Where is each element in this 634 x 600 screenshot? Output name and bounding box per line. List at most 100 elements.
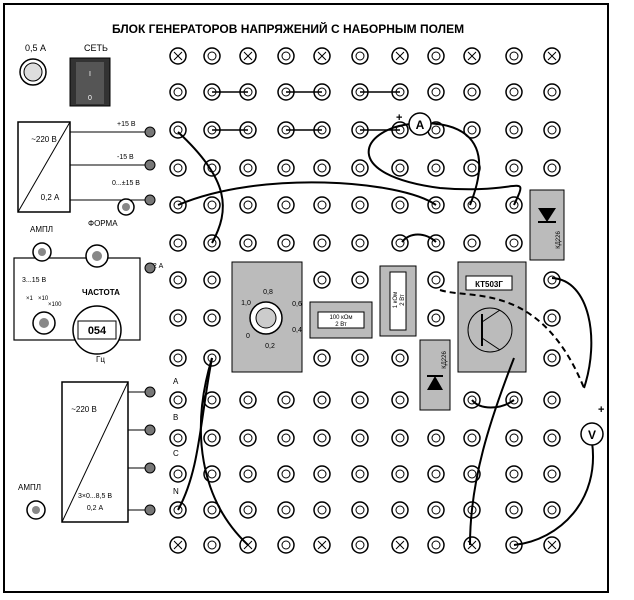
- breadboard-socket[interactable]: [391, 159, 409, 177]
- breadboard-socket[interactable]: [169, 429, 187, 447]
- breadboard-socket[interactable]: [203, 536, 221, 554]
- breadboard-socket[interactable]: [313, 159, 331, 177]
- breadboard-socket[interactable]: [463, 196, 481, 214]
- breadboard-socket[interactable]: [427, 83, 445, 101]
- breadboard-socket[interactable]: [391, 391, 409, 409]
- breadboard-socket[interactable]: [543, 309, 561, 327]
- breadboard-socket[interactable]: [391, 47, 409, 65]
- breadboard-socket[interactable]: [351, 159, 369, 177]
- breadboard-socket[interactable]: [313, 271, 331, 289]
- breadboard-socket[interactable]: [169, 47, 187, 65]
- breadboard-socket[interactable]: [391, 349, 409, 367]
- breadboard-socket[interactable]: [351, 536, 369, 554]
- breadboard-socket[interactable]: [543, 83, 561, 101]
- breadboard-socket[interactable]: [313, 234, 331, 252]
- fg-multiplier-knob[interactable]: [32, 311, 56, 335]
- breadboard-socket[interactable]: [505, 47, 523, 65]
- breadboard-socket[interactable]: [169, 271, 187, 289]
- breadboard-socket[interactable]: [427, 501, 445, 519]
- breadboard-socket[interactable]: [463, 465, 481, 483]
- breadboard-socket[interactable]: [169, 391, 187, 409]
- breadboard-socket[interactable]: [203, 429, 221, 447]
- tp-ampl-knob[interactable]: [26, 500, 46, 520]
- breadboard-socket[interactable]: [505, 159, 523, 177]
- breadboard-socket[interactable]: [463, 536, 481, 554]
- breadboard-socket[interactable]: [277, 429, 295, 447]
- breadboard-socket[interactable]: [277, 159, 295, 177]
- breadboard-socket[interactable]: [351, 349, 369, 367]
- breadboard-socket[interactable]: [543, 271, 561, 289]
- breadboard-socket[interactable]: [463, 429, 481, 447]
- breadboard-socket[interactable]: [543, 349, 561, 367]
- breadboard-socket[interactable]: [427, 271, 445, 289]
- breadboard-socket[interactable]: [463, 47, 481, 65]
- breadboard-socket[interactable]: [277, 196, 295, 214]
- breadboard-socket[interactable]: [391, 429, 409, 447]
- breadboard-socket[interactable]: [169, 121, 187, 139]
- breadboard-socket[interactable]: [505, 501, 523, 519]
- transistor-kt503g[interactable]: КТ503Г: [457, 261, 527, 373]
- resistor-100k[interactable]: 100 кОм 2 Вт: [309, 301, 373, 339]
- breadboard-socket[interactable]: [239, 159, 257, 177]
- breadboard-socket[interactable]: [169, 83, 187, 101]
- breadboard-socket[interactable]: [505, 121, 523, 139]
- breadboard-socket[interactable]: [391, 501, 409, 519]
- breadboard-socket[interactable]: [277, 391, 295, 409]
- breadboard-socket[interactable]: [543, 47, 561, 65]
- breadboard-socket[interactable]: [351, 271, 369, 289]
- breadboard-socket[interactable]: [239, 429, 257, 447]
- breadboard-socket[interactable]: [203, 47, 221, 65]
- breadboard-socket[interactable]: [239, 391, 257, 409]
- breadboard-socket[interactable]: [313, 196, 331, 214]
- breadboard-socket[interactable]: [427, 159, 445, 177]
- breadboard-socket[interactable]: [203, 391, 221, 409]
- breadboard-socket[interactable]: [351, 47, 369, 65]
- breadboard-socket[interactable]: [277, 501, 295, 519]
- breadboard-socket[interactable]: [427, 465, 445, 483]
- breadboard-socket[interactable]: [239, 501, 257, 519]
- breadboard-socket[interactable]: [169, 196, 187, 214]
- breadboard-socket[interactable]: [505, 465, 523, 483]
- breadboard-socket[interactable]: [351, 391, 369, 409]
- ammeter[interactable]: A +: [396, 112, 432, 136]
- breadboard-socket[interactable]: [427, 536, 445, 554]
- breadboard-socket[interactable]: [277, 234, 295, 252]
- breadboard-socket[interactable]: [543, 121, 561, 139]
- power-switch[interactable]: СЕТЬ I 0: [69, 43, 111, 107]
- breadboard-socket[interactable]: [169, 234, 187, 252]
- breadboard-socket[interactable]: [239, 465, 257, 483]
- breadboard-socket[interactable]: [351, 196, 369, 214]
- breadboard-socket[interactable]: [169, 349, 187, 367]
- breadboard-socket[interactable]: [313, 391, 331, 409]
- breadboard-socket[interactable]: [505, 234, 523, 252]
- fuse[interactable]: 0,5 А: [19, 43, 47, 86]
- breadboard-socket[interactable]: [391, 196, 409, 214]
- breadboard-socket[interactable]: [313, 536, 331, 554]
- breadboard-socket[interactable]: [543, 159, 561, 177]
- breadboard-socket[interactable]: [543, 536, 561, 554]
- breadboard-socket[interactable]: [169, 159, 187, 177]
- breadboard-socket[interactable]: [169, 536, 187, 554]
- potentiometer[interactable]: [231, 261, 303, 373]
- breadboard-socket[interactable]: [169, 309, 187, 327]
- breadboard-socket[interactable]: [277, 536, 295, 554]
- breadboard-socket[interactable]: [203, 309, 221, 327]
- breadboard-socket[interactable]: [277, 465, 295, 483]
- fg-ampl-knob[interactable]: [32, 242, 52, 262]
- breadboard-socket[interactable]: [313, 501, 331, 519]
- diode-top[interactable]: КД226: [529, 189, 565, 261]
- breadboard-socket[interactable]: [505, 429, 523, 447]
- breadboard-socket[interactable]: [239, 196, 257, 214]
- breadboard-socket[interactable]: [313, 349, 331, 367]
- breadboard-socket[interactable]: [203, 196, 221, 214]
- breadboard-socket[interactable]: [543, 501, 561, 519]
- breadboard-socket[interactable]: [427, 309, 445, 327]
- breadboard-socket[interactable]: [351, 429, 369, 447]
- breadboard-socket[interactable]: [543, 391, 561, 409]
- breadboard-socket[interactable]: [239, 47, 257, 65]
- breadboard-socket[interactable]: [313, 429, 331, 447]
- breadboard-socket[interactable]: [463, 159, 481, 177]
- breadboard-socket[interactable]: [543, 429, 561, 447]
- breadboard-socket[interactable]: [463, 121, 481, 139]
- breadboard-socket[interactable]: [391, 536, 409, 554]
